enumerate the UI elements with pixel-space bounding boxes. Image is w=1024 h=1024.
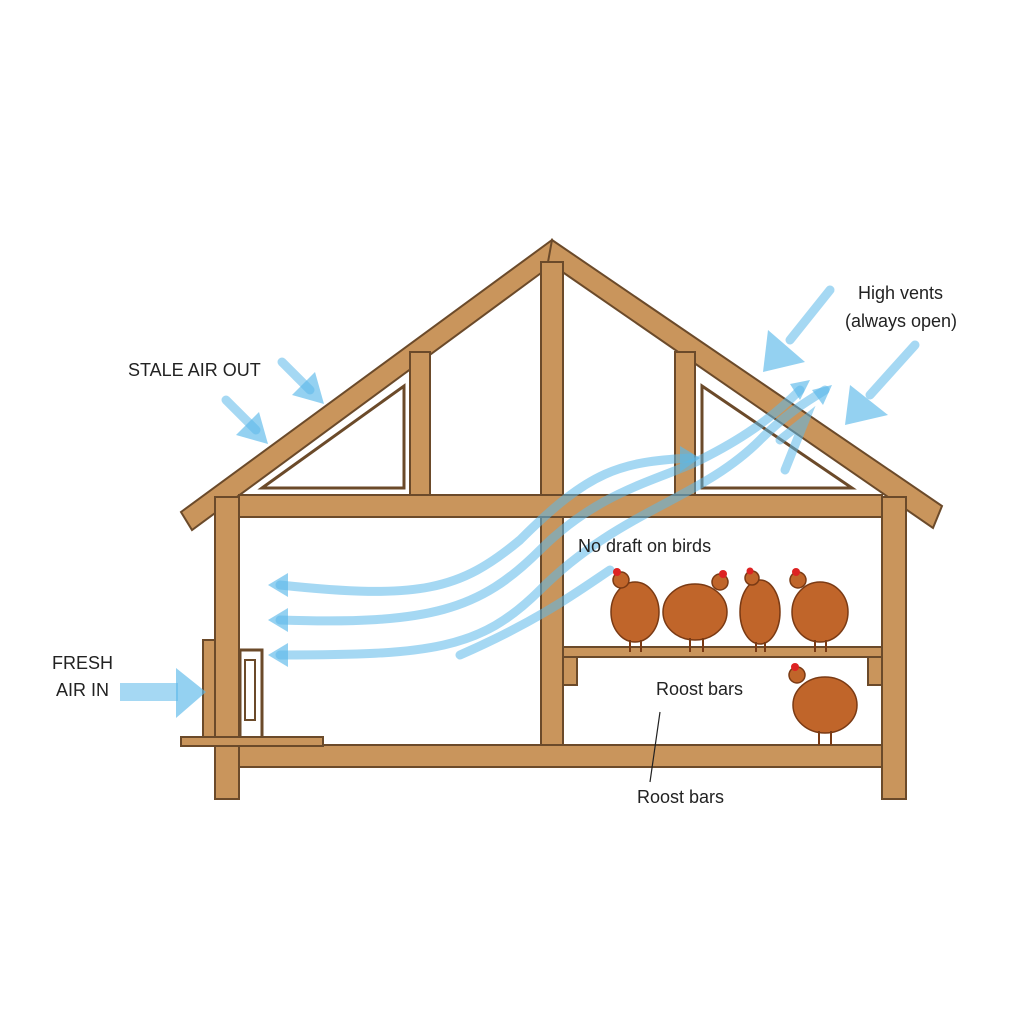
flow-birds	[455, 565, 615, 660]
right-wall-post	[881, 496, 907, 800]
stale-air-arrowhead-2	[292, 372, 324, 404]
left-wall-post	[214, 496, 240, 800]
flow-middle	[275, 385, 805, 626]
truss-triangle-left	[257, 383, 406, 490]
no-draft-label: No draft on birds	[578, 536, 712, 556]
truss-post-left	[409, 351, 431, 498]
vent-arrow-2	[865, 340, 920, 400]
roost-bars-label-lower: Roost bars	[637, 787, 725, 807]
hen-2	[662, 570, 729, 652]
high-vents-label-line2: (always open)	[845, 311, 958, 331]
hen-5	[788, 663, 858, 745]
fresh-air-label-line1: FRESH	[52, 653, 114, 673]
vent-arrow-1	[785, 285, 835, 345]
arrowhead-left-3	[268, 643, 288, 667]
arrowhead-right-1	[680, 446, 700, 472]
stale-air-out-label: STALE AIR OUT	[128, 360, 261, 380]
airflow-arrows	[120, 285, 920, 718]
fresh-air-label-line2: AIR IN	[56, 680, 110, 700]
flow-vent	[775, 405, 816, 475]
arrowhead-right-2	[790, 380, 810, 400]
high-vents-label-line1: High vents	[858, 283, 944, 303]
floor-beam	[238, 744, 883, 768]
roost-support-left	[562, 656, 578, 686]
vent-arrowhead-1	[763, 330, 805, 372]
hen-1	[610, 568, 660, 652]
roost-bars-leader-line	[649, 711, 661, 783]
right-rafter	[546, 238, 944, 530]
vent-arrowhead-2	[845, 385, 888, 425]
fresh-air-arrow-shaft	[120, 683, 178, 701]
hens	[610, 567, 858, 745]
arrowhead-right-3	[812, 385, 832, 405]
roost-support-right	[867, 656, 883, 686]
hen-3	[739, 567, 781, 652]
arrowhead-left-1	[268, 573, 288, 597]
hen-4	[789, 568, 849, 652]
fresh-air-arrowhead	[176, 668, 206, 718]
door-frame	[202, 639, 216, 741]
roost-bars-label-upper: Roost bars	[656, 679, 744, 699]
arrowhead-left-2	[268, 608, 288, 632]
flow-lower	[275, 385, 830, 660]
vent-slot	[244, 659, 256, 721]
roost-bar	[562, 646, 883, 658]
stale-air-arrowhead-1	[236, 412, 268, 444]
flow-upper	[275, 453, 695, 596]
truss-post-right	[674, 351, 696, 498]
door-sill	[180, 736, 324, 747]
